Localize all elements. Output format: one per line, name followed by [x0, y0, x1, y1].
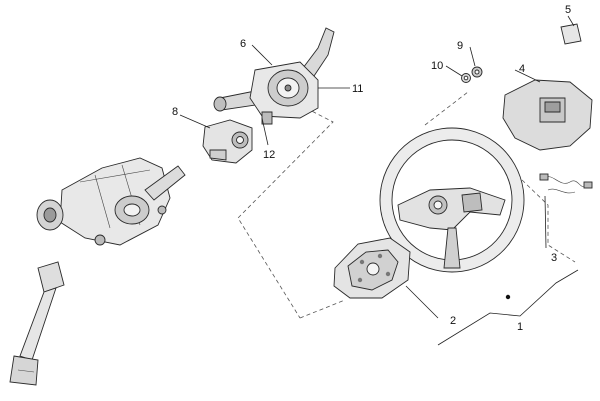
callout-4: 4 [519, 63, 525, 75]
callout-6: 6 [240, 38, 246, 50]
lower-cover-part-2 [333, 237, 411, 299]
leader-lines [179, 15, 579, 346]
washer-part-10 [461, 73, 471, 83]
callout-8: 8 [172, 106, 178, 118]
dashed-routing-lines [237, 91, 576, 319]
callout-9: 9 [457, 40, 463, 52]
callout-2: 2 [450, 315, 456, 327]
callout-numbers: 6 11 8 12 9 10 4 5 3 2 1 [172, 4, 571, 333]
callout-11: 11 [352, 83, 363, 95]
ignition-switch-part-8 [202, 119, 253, 164]
callout-1: 1 [517, 321, 523, 333]
wiring-harness-part-3 [539, 173, 593, 194]
callout-3: 3 [551, 252, 557, 264]
callout-10: 10 [431, 60, 443, 72]
airbag-module-part-4 [502, 79, 593, 151]
nut-part-9 [471, 66, 483, 78]
callout-5: 5 [565, 4, 571, 16]
steering-wheel-part-1 [379, 127, 525, 300]
steering-column-assembly [9, 157, 186, 386]
callout-12: 12 [263, 149, 275, 161]
label-part-5 [560, 23, 582, 45]
combination-switch-part-6 [213, 27, 335, 125]
